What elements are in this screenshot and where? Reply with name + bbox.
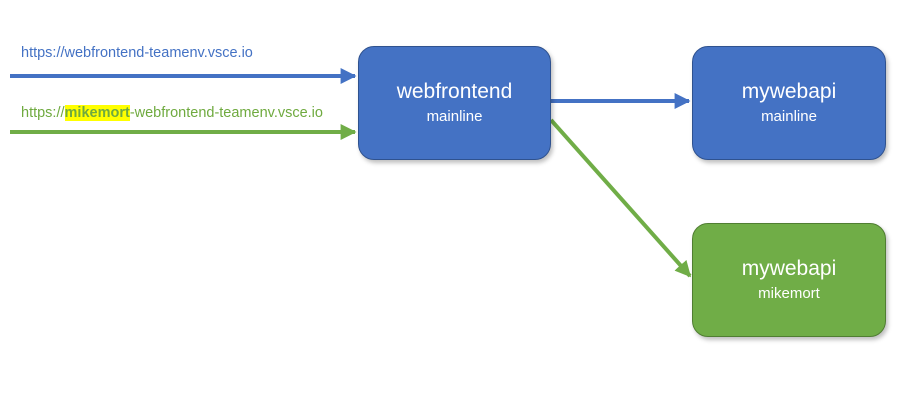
mywebapi-mainline-node: mywebapi mainline (692, 46, 886, 160)
dev-url-highlight: mikemort (64, 105, 130, 121)
dev-url-prefix: https:// (21, 105, 65, 121)
node-subtitle: mikemort (758, 285, 820, 302)
node-title: webfrontend (396, 80, 513, 103)
webfrontend-mainline-node: webfrontend mainline (358, 46, 551, 160)
node-subtitle: mainline (761, 108, 817, 125)
dev-url-label: https://mikemort-webfrontend-teamenv.vsc… (21, 104, 323, 122)
node-title: mywebapi (741, 80, 837, 103)
node-title: mywebapi (741, 257, 837, 280)
default-url-label: https://webfrontend-teamenv.vsce.io (21, 45, 253, 61)
node-subtitle: mainline (426, 108, 483, 125)
arrow-webfrontend-to-mywebapi-mikemort (549, 118, 692, 278)
mywebapi-mikemort-node: mywebapi mikemort (692, 223, 886, 337)
dev-url-suffix: -webfrontend-teamenv.vsce.io (129, 105, 323, 121)
